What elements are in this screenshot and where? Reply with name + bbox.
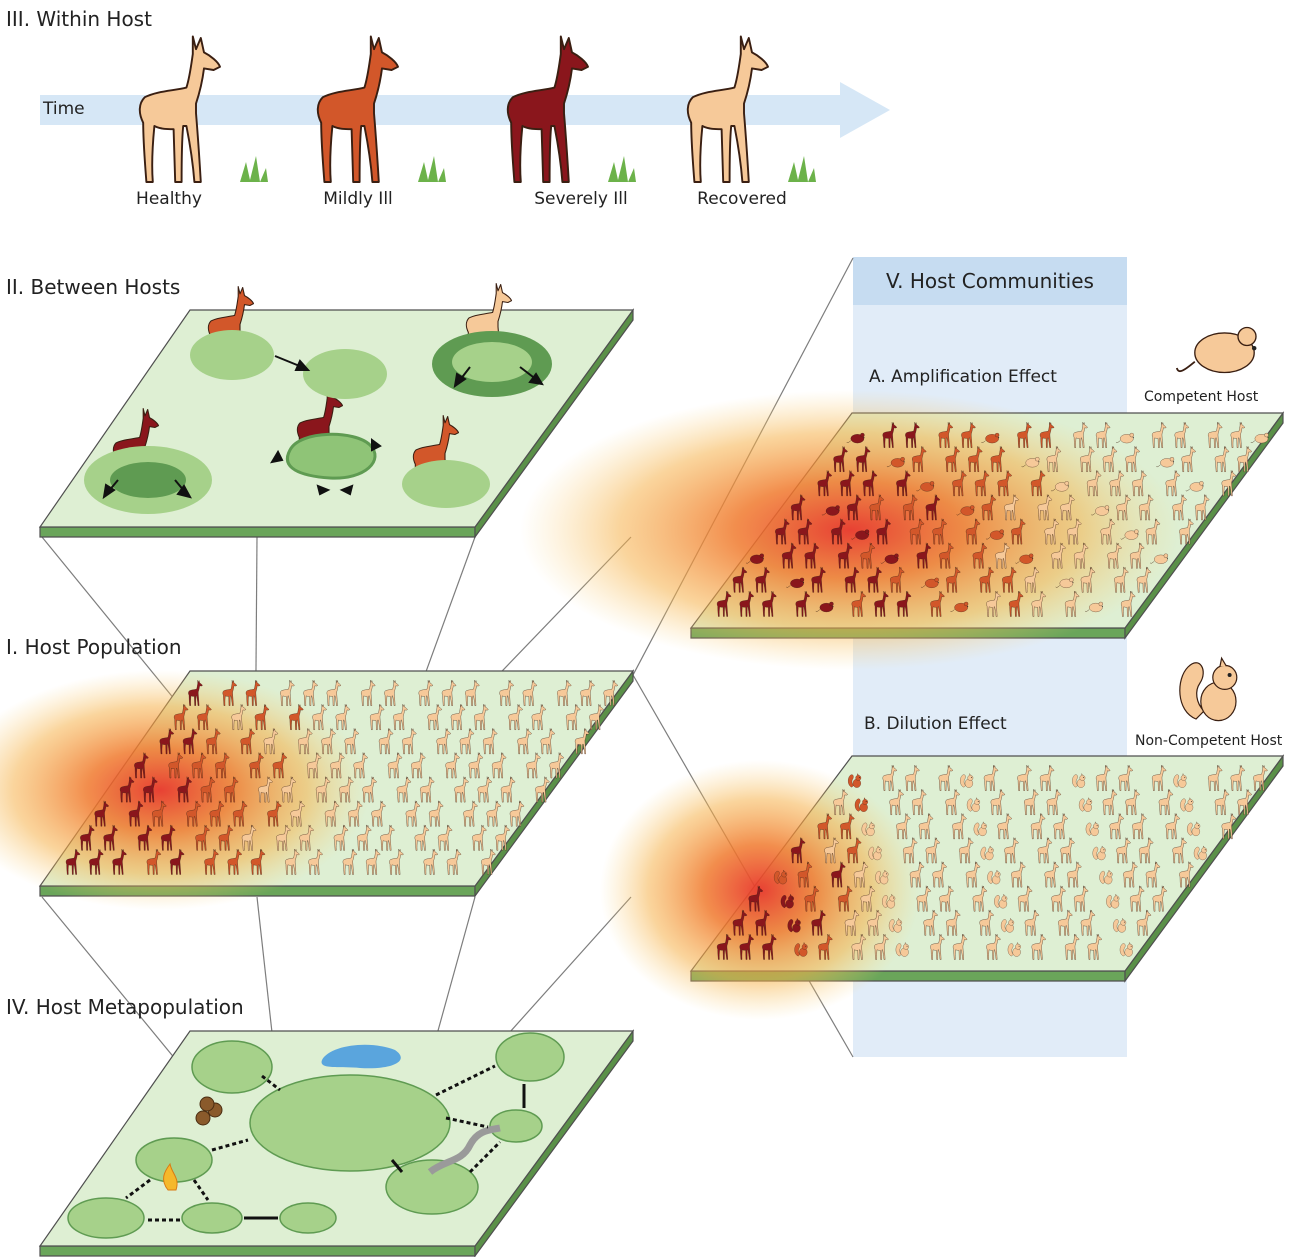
grass-icon — [240, 156, 268, 182]
stage-label-severely-ill: Severely Ill — [511, 189, 651, 209]
time-label: Time — [43, 99, 85, 119]
dilution-label: B. Dilution Effect — [864, 714, 1007, 734]
grass-icon — [608, 156, 636, 182]
amplification-label: A. Amplification Effect — [869, 367, 1057, 387]
section-title-host-metapopulation: IV. Host Metapopulation — [6, 995, 244, 1019]
stage-label-recovered: Recovered — [672, 189, 812, 209]
section-title-within-host: III. Within Host — [6, 7, 152, 31]
non-competent-host-squirrel-icon — [1180, 658, 1237, 720]
section-title-host-population: I. Host Population — [6, 635, 182, 659]
grass-icon — [418, 156, 446, 182]
stage-label-mildly-ill: Mildly Ill — [288, 189, 428, 209]
competent-host-label: Competent Host — [1144, 389, 1258, 405]
competent-host-mouse-icon — [1177, 328, 1257, 373]
section-title-host-communities: V. Host Communities — [853, 269, 1127, 293]
non-competent-host-label: Non-Competent Host — [1135, 733, 1282, 749]
grass-icon — [788, 156, 816, 182]
stage-label-healthy: Healthy — [99, 189, 239, 209]
section-title-between-hosts: II. Between Hosts — [6, 275, 180, 299]
